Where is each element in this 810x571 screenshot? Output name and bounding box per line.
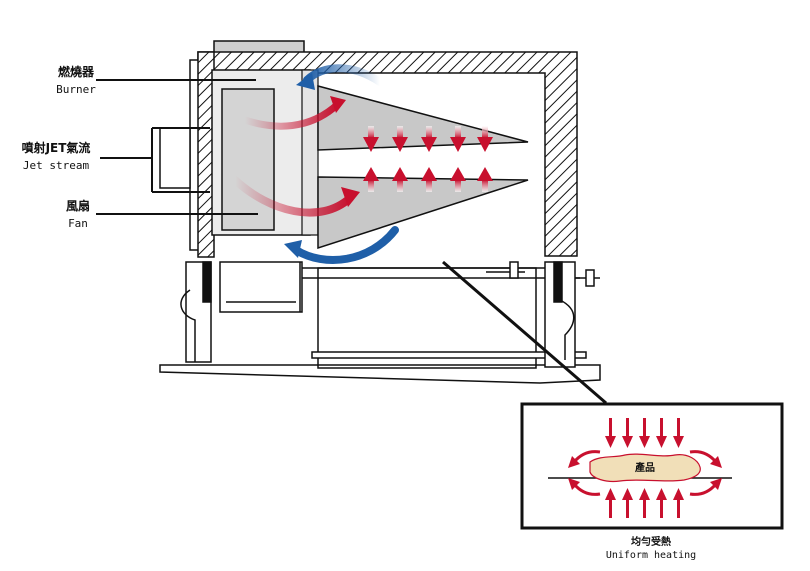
fan-label-zh: 風扇 [66,198,90,213]
jet-stream-label-zh: 噴射JET氣流 [22,140,91,155]
product-shape [589,453,701,483]
product-label: 產品 [634,461,655,474]
fan-label-en: Fan [68,217,88,230]
inset-arrows-up [605,488,684,518]
burner-airflow-arrow [241,100,342,130]
jet-stream-label-en: Jet stream [23,159,90,172]
return-airflow-bottom-arrow [292,226,399,265]
burner-label-zh: 燃燒器 [58,64,95,79]
labels: 燃燒器 Burner 噴射JET氣流 Jet stream 風扇 Fan [22,64,607,405]
detail-inset: 產品 [520,402,784,530]
uniform-heating-label-en: Uniform heating [606,550,696,561]
burner-label-en: Burner [56,83,96,96]
inset-arrows-down [605,418,684,448]
jet-arrows-up [363,167,493,192]
jet-nozzles [317,85,529,250]
uniform-heating-label-zh: 均勻受熱 [631,535,671,548]
airflow-arrows [231,64,399,265]
jet-stream-arrows [363,126,493,192]
fan-airflow-arrow [231,176,354,217]
jet-arrows-down [363,126,493,152]
lower-nozzle [317,176,529,250]
oven-stand [159,261,601,384]
